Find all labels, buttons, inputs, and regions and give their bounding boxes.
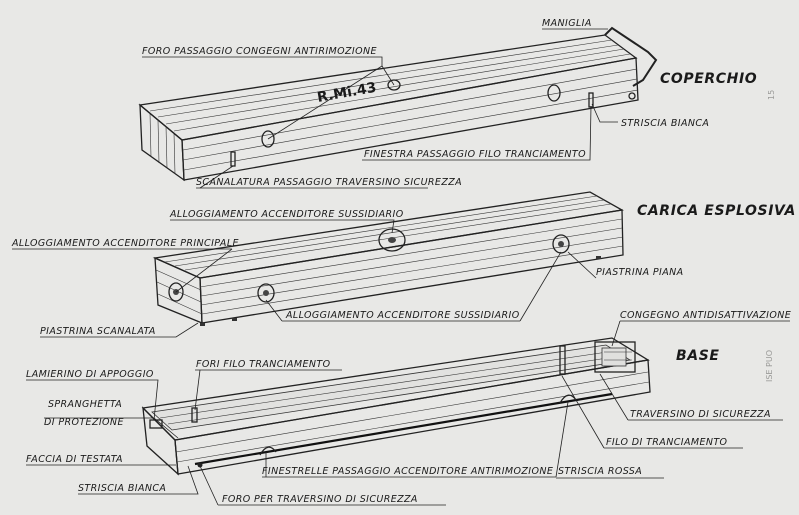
label-scanalatura: SCANALATURA PASSAGGIO TRAVERSINO SICUREZ…	[196, 177, 462, 188]
label-fori-filo: FORI FILO TRANCIAMENTO	[196, 359, 331, 370]
label-striscia-rossa: STRISCIA ROSSA	[558, 466, 642, 477]
label-traversino: TRAVERSINO DI SICUREZZA	[630, 409, 771, 420]
label-foro-antirimozione: FORO PASSAGGIO CONGEGNI ANTIRIMOZIONE	[142, 46, 377, 57]
label-alloggiamento-sussidiario-top: ALLOGGIAMENTO ACCENDITORE SUSSIDIARIO	[169, 209, 404, 220]
label-alloggiamento-sussidiario-bottom: ALLOGGIAMENTO ACCENDITORE SUSSIDIARIO	[285, 310, 520, 321]
base-part	[141, 337, 651, 476]
label-maniglia: MANIGLIA	[542, 18, 592, 29]
label-striscia-bianca-bottom: STRISCIA BIANCA	[78, 483, 166, 494]
margin-note-top: 15	[767, 90, 776, 100]
label-lamierino: LAMIERINO DI APPOGGIO	[26, 369, 154, 380]
leader-lines	[12, 28, 790, 506]
coperchio-part: R.Mi.43	[138, 26, 658, 182]
label-congegno: CONGEGNO ANTIDISATTIVAZIONE	[620, 310, 791, 321]
label-alloggiamento-principale: ALLOGGIAMENTO ACCENDITORE PRINCIPALE	[11, 238, 239, 249]
label-piastrina-piana: PIASTRINA PIANA	[596, 267, 684, 278]
title-coperchio: COPERCHIO	[660, 71, 757, 87]
margin-note-bottom: ISE PUO	[765, 350, 774, 382]
label-filo: FILO DI TRANCIAMENTO	[606, 437, 728, 448]
label-finestrelle: FINESTRELLE PASSAGGIO ACCENDITORE ANTIRI…	[262, 466, 553, 477]
label-foro-traversino: FORO PER TRAVERSINO DI SICUREZZA	[222, 494, 418, 505]
label-spranghetta-1: SPRANGHETTA	[48, 399, 122, 410]
title-carica: CARICA ESPLOSIVA	[637, 203, 796, 219]
label-finestra-filo: FINESTRA PASSAGGIO FILO TRANCIAMENTO	[364, 149, 586, 160]
label-striscia-bianca-top: STRISCIA BIANCA	[621, 118, 709, 129]
title-base: BASE	[676, 348, 720, 364]
label-spranghetta-2: DI PROTEZIONE	[44, 417, 124, 428]
carica-part	[152, 191, 624, 326]
label-piastrina-scanalata: PIASTRINA SCANALATA	[40, 326, 156, 337]
label-faccia: FACCIA DI TESTATA	[26, 454, 123, 465]
